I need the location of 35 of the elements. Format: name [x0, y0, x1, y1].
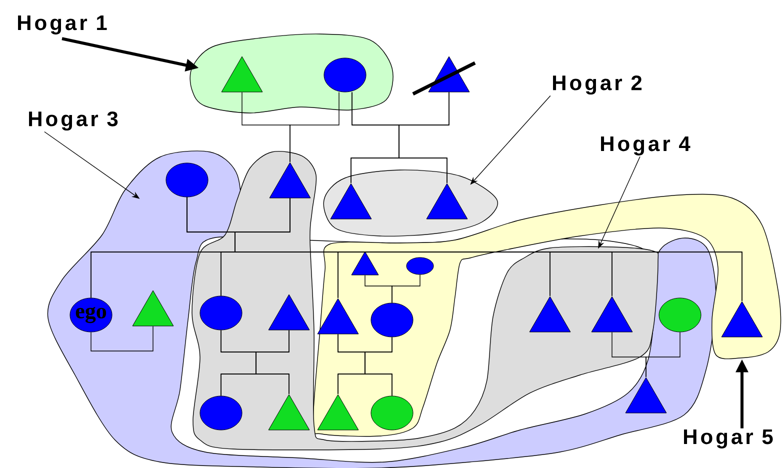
triangle-symbol: [721, 301, 763, 338]
circle-symbol: [406, 257, 434, 275]
circle-symbol: [370, 302, 414, 338]
household-label: Hogar 5: [684, 430, 773, 448]
kinship-line: [256, 330, 290, 394]
kinship-line: [398, 92, 450, 184]
triangle-symbol: [269, 162, 311, 198]
circle-symbol: [370, 396, 414, 430]
kinship-line: [364, 336, 392, 396]
household-label: Hogar 1: [18, 16, 107, 34]
triangle-symbol: [529, 296, 571, 332]
household-label: Hogar 4: [601, 136, 690, 156]
triangle-symbol: [591, 296, 633, 332]
household-label: Hogar 3: [29, 111, 118, 131]
household-label: Hogar 2: [553, 75, 642, 95]
circle-symbol: [166, 162, 208, 198]
triangle-symbol: [351, 251, 379, 276]
triangle-symbol: [132, 290, 174, 326]
triangle-symbol: [330, 183, 372, 220]
kinship-line: [90, 326, 154, 352]
triangle-symbol: [317, 394, 359, 430]
triangle-symbol: [625, 377, 667, 414]
circle-symbol: [324, 58, 366, 92]
triangle-symbol: [221, 56, 263, 92]
circle-symbol: [200, 296, 242, 330]
triangle-symbol: [268, 294, 310, 330]
kinship-line: [646, 332, 680, 378]
triangle-symbol: [268, 394, 310, 430]
kinship-line: [290, 92, 340, 162]
triangle-symbol: [317, 298, 359, 334]
kinship-line: [392, 274, 420, 304]
crossed-triangle-symbol: [412, 56, 476, 96]
circle-symbol: [658, 298, 702, 332]
triangle-symbol: [426, 183, 468, 220]
circle-symbol: [200, 396, 242, 430]
